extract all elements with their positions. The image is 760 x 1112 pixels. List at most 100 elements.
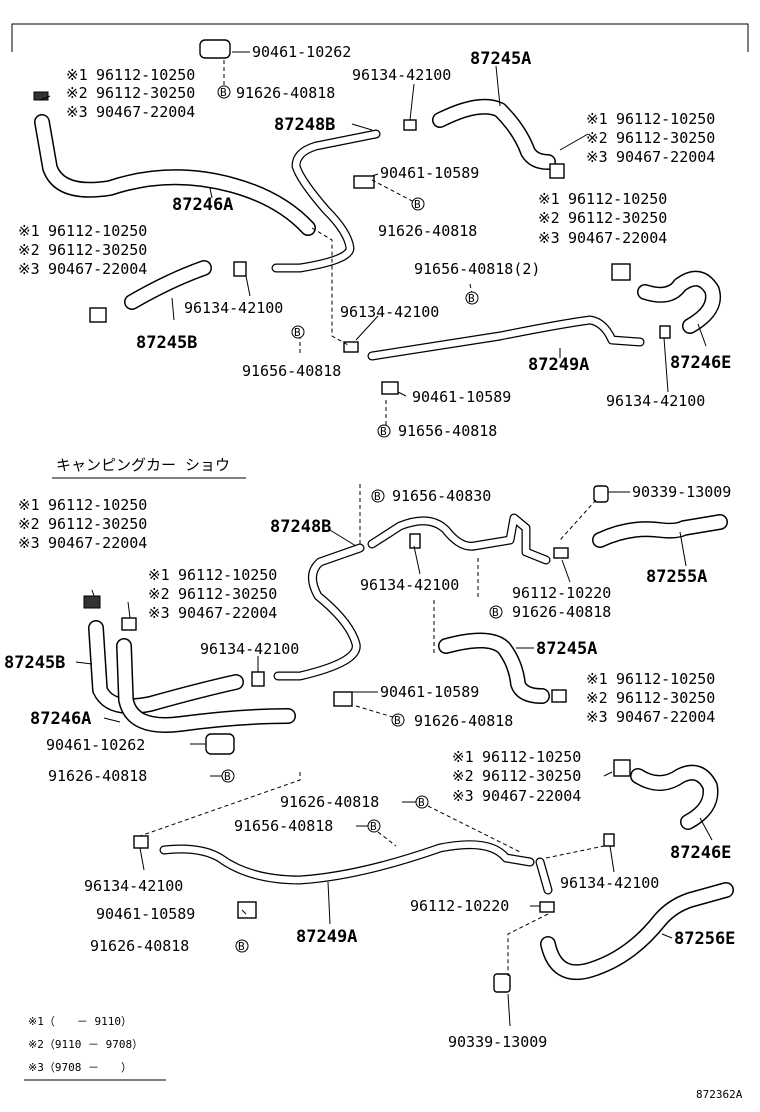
clip-shape <box>199 39 231 59</box>
lower-plug-a: 90339-13009 <box>632 483 731 501</box>
upper-clamp-a: 96134-42100 <box>352 66 451 84</box>
lower-clamp-f: 96112-10220 <box>410 897 509 915</box>
upper-note-c-mark1: ※1 <box>538 190 560 208</box>
lower-hose-246a: 87246A <box>30 709 91 729</box>
lower-clamp-c: 96134-42100 <box>200 640 299 658</box>
clamp-shape <box>403 119 417 131</box>
lower-note-b-mark1: ※1 <box>148 566 170 584</box>
section-title: キャンピングカー ショウ <box>56 456 230 474</box>
upper-note-b-2: 96112-30250 <box>616 129 715 147</box>
clamp-shape <box>553 547 569 559</box>
upper-note-c-mark2: ※2 <box>538 209 560 227</box>
bolt-symbol: B <box>221 769 235 783</box>
clamp-shape <box>89 307 107 323</box>
clamp-shape <box>659 325 671 339</box>
lower-pipe-248b: 87248B <box>270 517 331 537</box>
lower-clamp-d: 96134-42100 <box>84 877 183 895</box>
upper-diagram <box>33 39 721 426</box>
lower-hose-245b: 87245B <box>4 653 65 673</box>
svg-text:B: B <box>374 490 381 503</box>
lower-note-c-mark2: ※2 <box>586 689 608 707</box>
lower-note-d-2: 96112-30250 <box>482 767 581 785</box>
clamp-shape <box>551 689 567 703</box>
lower-hose-246e: 87246E <box>670 843 731 863</box>
upper-pipe-248b: 87248B <box>274 115 335 135</box>
lower-hose-245a: 87245A <box>536 639 597 659</box>
clip-shape <box>333 691 353 707</box>
upper-note-c-3: 90467-22004 <box>568 229 667 247</box>
lower-note-d-3: 90467-22004 <box>482 787 581 805</box>
lower-note-a-1: 96112-10250 <box>48 496 147 514</box>
legend-row-1: ※1（ － 9110） <box>28 1015 132 1028</box>
lower-note-d-mark1: ※1 <box>452 748 474 766</box>
lower-bolt-a: 91656-40830 <box>392 487 491 505</box>
upper-note-d-mark1: ※1 <box>18 222 40 240</box>
lower-note-a-2: 96112-30250 <box>48 515 147 533</box>
upper-note-d-3: 90467-22004 <box>48 260 147 278</box>
upper-note-a-mark1: ※1 <box>66 66 88 84</box>
legend-row-2: ※2（9110 － 9708） <box>28 1038 143 1051</box>
lower-diagram <box>75 484 734 1027</box>
upper-note-a-1: 96112-10250 <box>96 66 195 84</box>
bolt-symbol: B <box>411 197 425 211</box>
lower-plug-b: 90339-13009 <box>448 1033 547 1051</box>
clamp-shape <box>233 261 247 277</box>
upper-clamp-b: 96134-42100 <box>184 299 283 317</box>
lower-clip-c: 90461-10589 <box>96 905 195 923</box>
lower-note-d-mark3: ※3 <box>452 787 474 805</box>
lower-note-b-mark3: ※3 <box>148 604 170 622</box>
lower-note-d-1: 96112-10250 <box>482 748 581 766</box>
upper-bolt-b: 91626-40818 <box>378 222 477 240</box>
upper-note-c-2: 96112-30250 <box>568 209 667 227</box>
lower-note-c-mark1: ※1 <box>586 670 608 688</box>
upper-bolt-d: 91656-40818 <box>242 362 341 380</box>
upper-hose-246a: 87246A <box>172 195 233 215</box>
clamp-shape <box>409 533 421 549</box>
plug-shape <box>493 973 511 993</box>
clamp-shape <box>611 263 631 281</box>
upper-note-c-mark3: ※3 <box>538 229 560 247</box>
lower-clamp-a: 96134-42100 <box>360 576 459 594</box>
lower-note-c-1: 96112-10250 <box>616 670 715 688</box>
clip-shape <box>237 901 257 919</box>
upper-note-d-mark2: ※2 <box>18 241 40 259</box>
clamp-shape <box>83 595 101 609</box>
lower-bolt-d: 91626-40818 <box>48 767 147 785</box>
bolt-symbol: B <box>465 291 479 305</box>
upper-hose-245b: 87245B <box>136 333 197 353</box>
lower-note-d-mark2: ※2 <box>452 767 474 785</box>
lower-bolt-e: 91626-40818 <box>280 793 379 811</box>
upper-note-a-2: 96112-30250 <box>96 84 195 102</box>
svg-text:B: B <box>238 940 245 953</box>
svg-text:B: B <box>380 425 387 438</box>
upper-note-b-1: 96112-10250 <box>616 110 715 128</box>
upper-bolt-c: 91656-40818(2) <box>414 260 540 278</box>
bolt-symbol: B <box>377 424 391 438</box>
upper-bolt-a1: 91626-40818 <box>236 84 335 102</box>
upper-clip-c: 90461-10589 <box>412 388 511 406</box>
svg-text:B: B <box>294 326 301 339</box>
lower-clip-a: 90461-10589 <box>380 683 479 701</box>
upper-note-b-3: 90467-22004 <box>616 148 715 166</box>
svg-text:B: B <box>468 292 475 305</box>
lower-note-a-mark1: ※1 <box>18 496 40 514</box>
svg-text:B: B <box>414 198 421 211</box>
lower-note-b-2: 96112-30250 <box>178 585 277 603</box>
bolt-symbol: B <box>371 489 385 503</box>
lower-hose-255a: 87255A <box>646 567 707 587</box>
upper-note-b-mark3: ※3 <box>586 148 608 166</box>
bolt-symbol: B <box>415 795 429 809</box>
clamp-shape <box>251 671 265 687</box>
lower-note-c-2: 96112-30250 <box>616 689 715 707</box>
clip-shape <box>353 175 375 189</box>
clamp-shape <box>121 617 137 631</box>
svg-text:B: B <box>220 86 227 99</box>
upper-clamp-d: 96134-42100 <box>606 392 705 410</box>
lower-hose-256e: 87256E <box>674 929 735 949</box>
clamp-shape <box>613 759 631 777</box>
lower-bolt-b: 91626-40818 <box>512 603 611 621</box>
upper-note-d-2: 96112-30250 <box>48 241 147 259</box>
clamp-shape <box>33 91 49 101</box>
bolt-symbol: B <box>489 605 503 619</box>
upper-note-d-mark3: ※3 <box>18 260 40 278</box>
